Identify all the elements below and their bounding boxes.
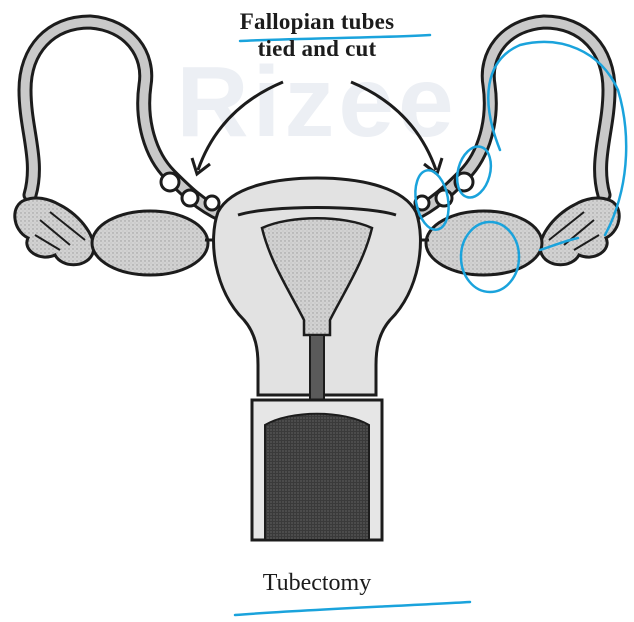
callout-label: Fallopian tubes tied and cut xyxy=(0,8,634,62)
figure-caption: Tubectomy xyxy=(0,570,634,597)
callout-line-1: Fallopian tubes xyxy=(0,8,634,35)
right-ovary xyxy=(426,211,542,275)
left-ovary xyxy=(92,211,208,275)
left-callout-arrow xyxy=(198,82,283,170)
callout-line-2: tied and cut xyxy=(0,35,634,62)
right-callout-arrow xyxy=(351,82,436,170)
left-fimbriae xyxy=(15,198,94,265)
callout-arrows xyxy=(192,82,442,174)
left-tie-cut-point xyxy=(161,173,219,210)
right-tie-cut-point xyxy=(415,173,473,210)
caption-underline xyxy=(235,602,470,615)
